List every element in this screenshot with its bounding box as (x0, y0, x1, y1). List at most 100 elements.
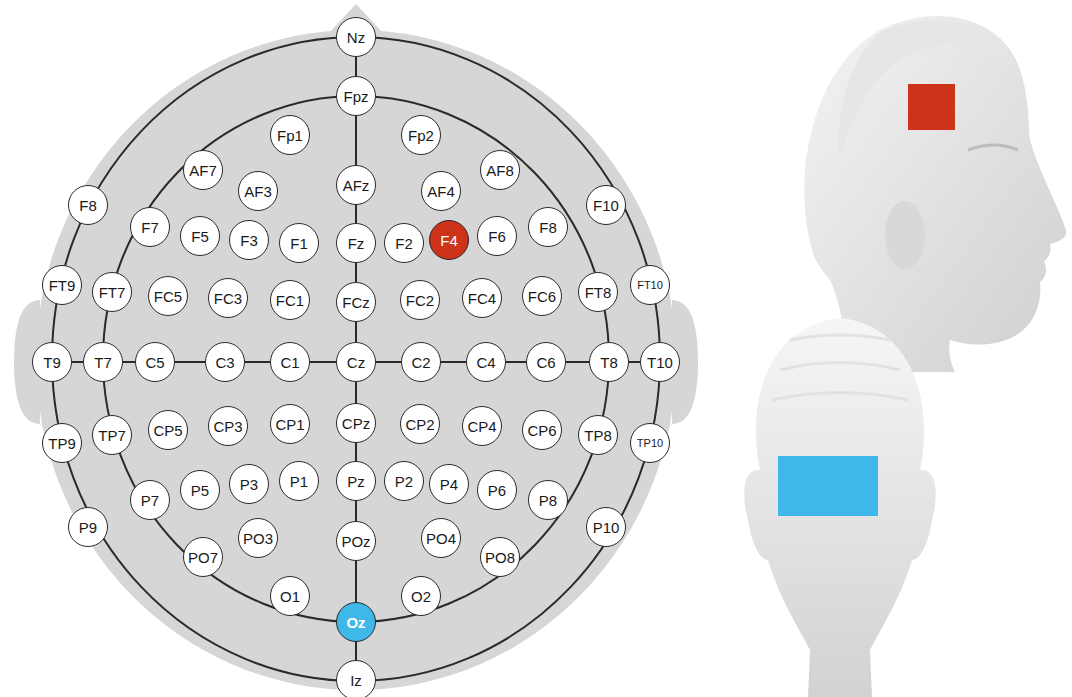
electrode-label: T8 (600, 355, 618, 370)
electrode-label: T9 (43, 355, 61, 370)
electrode-circle: T8 (589, 342, 629, 382)
electrode-circle: CP6 (522, 410, 562, 450)
electrode-label: C2 (411, 355, 430, 370)
grid-line (355, 322, 357, 342)
electrode-circle: F1 (279, 223, 319, 263)
grid-line (245, 361, 270, 363)
electrode-circle: FCz (336, 282, 376, 322)
electrode-circle: O1 (270, 576, 310, 616)
electrode-circle: F5 (180, 216, 220, 256)
grid-line (355, 561, 357, 602)
frontal-marker (908, 84, 955, 130)
electrode-circle: CP2 (400, 404, 440, 444)
grid-line (355, 116, 357, 165)
electrode-label: C3 (215, 355, 234, 370)
electrode-label: Fp2 (408, 128, 434, 143)
electrode-label: F10 (593, 198, 619, 213)
electrode-circle: F4 (429, 220, 469, 260)
electrode-label: C5 (145, 355, 164, 370)
electrode-circle: CP4 (462, 406, 502, 446)
grid-line (72, 361, 83, 363)
electrode-label: CP1 (275, 417, 304, 432)
electrode-circle: F7 (130, 207, 170, 247)
electrode-label: CPz (342, 416, 370, 431)
electrode-circle: P8 (528, 480, 568, 520)
electrode-circle: F8 (68, 185, 108, 225)
scalp-disk (36, 30, 676, 690)
electrode-circle: F6 (477, 216, 517, 256)
electrode-circle: AF7 (183, 150, 223, 190)
electrode-circle: Cz (336, 342, 376, 382)
grid-line (441, 361, 466, 363)
electrode-label: TP9 (48, 436, 76, 451)
electrode-label: TP8 (584, 428, 612, 443)
electrode-label: AF4 (427, 184, 455, 199)
electrode-label: FC2 (406, 293, 434, 308)
electrode-circle: CP5 (148, 410, 188, 450)
electrode-label: CP3 (213, 419, 242, 434)
electrode-label: Fp1 (277, 128, 303, 143)
electrode-label: Nz (347, 30, 365, 45)
electrode-label: Pz (347, 474, 365, 489)
electrode-circle: P3 (229, 464, 269, 504)
electrode-circle: PO8 (480, 537, 520, 577)
electrode-label: FT8 (585, 285, 612, 300)
electrode-circle: P5 (180, 470, 220, 510)
electrode-circle: FC5 (148, 276, 188, 316)
electrode-circle: C4 (466, 342, 506, 382)
electrode-label: C4 (476, 355, 495, 370)
electrode-label: FC3 (214, 291, 242, 306)
occipital-marker (778, 456, 878, 516)
electrode-label: F8 (539, 220, 557, 235)
electrode-label: P10 (593, 520, 620, 535)
electrode-circle: T9 (32, 342, 72, 382)
electrode-label: FT10 (637, 280, 663, 291)
electrode-label: FT7 (99, 285, 126, 300)
electrode-circle: F10 (586, 185, 626, 225)
electrode-label: P1 (290, 474, 308, 489)
electrode-label: Cz (347, 355, 365, 370)
electrode-label: TP10 (637, 438, 663, 449)
electrode-label: PO8 (485, 550, 515, 565)
grid-line (123, 361, 135, 363)
electrode-circle: TP7 (92, 415, 132, 455)
electrode-circle: FC2 (400, 280, 440, 320)
grid-line (355, 57, 357, 76)
electrode-circle: FC6 (522, 276, 562, 316)
grid-line (355, 443, 357, 461)
electrode-label: PO3 (243, 531, 273, 546)
electrode-label: FC6 (528, 289, 556, 304)
electrode-circle: CPz (336, 403, 376, 443)
electrode-circle: C1 (270, 342, 310, 382)
electrode-circle: POz (336, 521, 376, 561)
electrode-label: P6 (488, 483, 506, 498)
electrode-label: TP7 (98, 428, 126, 443)
electrode-circle: PO4 (421, 518, 461, 558)
electrode-label: F2 (395, 236, 413, 251)
electrode-circle: AF4 (421, 171, 461, 211)
electrode-label: F4 (440, 233, 458, 248)
electrode-circle: C6 (526, 342, 566, 382)
back-head (744, 318, 936, 697)
electrode-label: Iz (350, 673, 362, 688)
electrode-circle: Iz (336, 660, 376, 697)
electrode-label: O1 (280, 589, 300, 604)
electrode-circle: Fp2 (401, 115, 441, 155)
electrode-label: F1 (290, 236, 308, 251)
electrode-circle: TP9 (42, 423, 82, 463)
electrode-circle: T7 (83, 342, 123, 382)
electrode-label: AF8 (486, 163, 514, 178)
electrode-label: AF3 (244, 184, 272, 199)
grid-line (566, 361, 589, 363)
electrode-circle: O2 (401, 576, 441, 616)
electrode-circle: AF3 (238, 171, 278, 211)
electrode-label: CP2 (405, 417, 434, 432)
electrode-circle: CP1 (270, 404, 310, 444)
grid-line (310, 361, 336, 363)
electrode-label: Fpz (343, 89, 368, 104)
electrode-label: CP5 (153, 423, 182, 438)
electrode-circle: PO3 (238, 518, 278, 558)
grid-line (355, 382, 357, 403)
electrode-circle: P4 (429, 464, 469, 504)
